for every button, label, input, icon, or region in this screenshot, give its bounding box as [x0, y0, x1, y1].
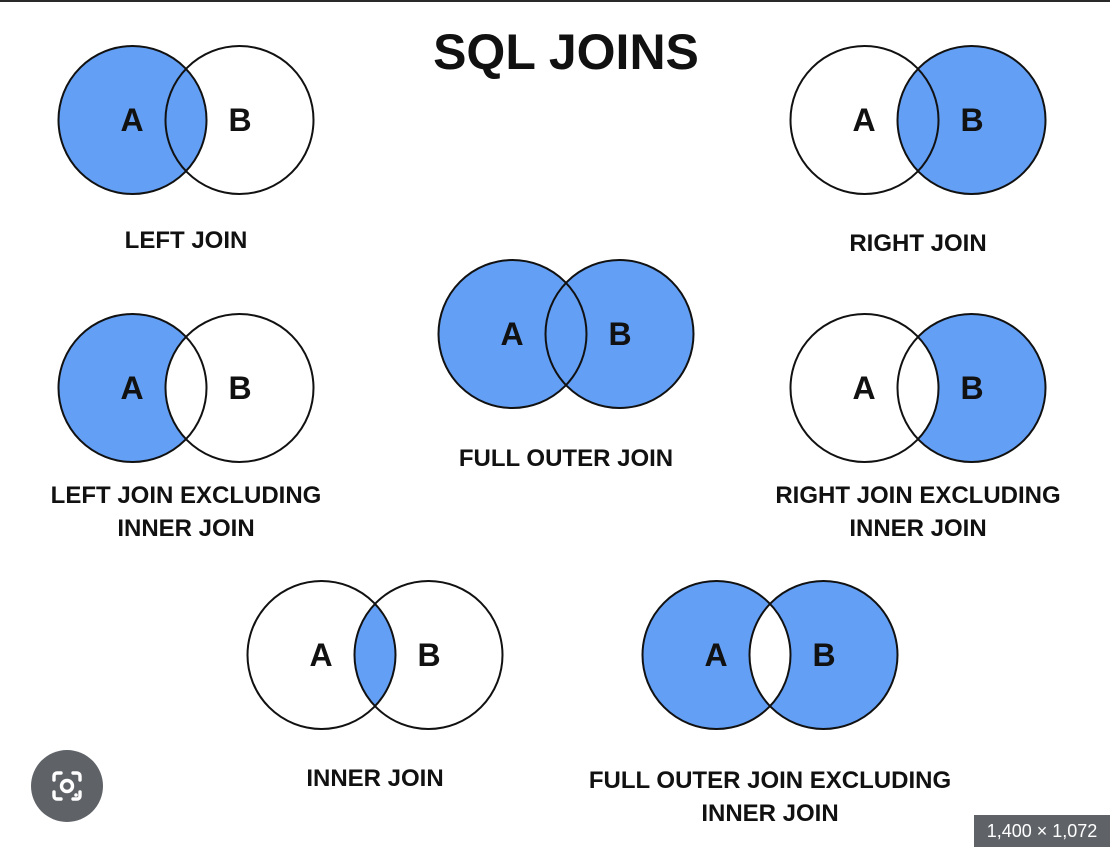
join-label-line: RIGHT JOIN EXCLUDING [775, 482, 1060, 509]
set-a-base [247, 581, 396, 729]
set-a-label: A [704, 637, 727, 673]
venn-inner-join: A B INNER JOIN [246, 580, 504, 792]
join-label-line: FULL OUTER JOIN EXCLUDING [589, 767, 951, 794]
set-a-base [790, 314, 939, 462]
join-label-line: INNER JOIN [849, 515, 986, 542]
region-a-only [438, 260, 566, 408]
set-a-outline [789, 313, 940, 463]
camera-search-icon [52, 771, 82, 801]
set-b-outline [164, 45, 315, 195]
set-b-label: B [812, 637, 835, 673]
set-a-outline [57, 45, 208, 195]
set-b-base [165, 314, 314, 462]
join-label-line: INNER JOIN [306, 765, 443, 792]
set-b-outline [748, 580, 899, 730]
region-a-only [58, 314, 186, 462]
set-a-label: A [120, 102, 143, 138]
set-b-outline [544, 259, 695, 409]
region-b-only [566, 260, 694, 408]
set-a-label: A [500, 316, 523, 352]
set-a-outline [437, 259, 588, 409]
set-b-label: B [417, 637, 440, 673]
region-a-only [642, 581, 770, 729]
set-b-base [354, 581, 503, 729]
region-intersection [545, 282, 587, 386]
join-label-line: LEFT JOIN [125, 227, 248, 254]
set-b-base [165, 46, 314, 194]
set-a-label: A [309, 637, 332, 673]
join-label-line: LEFT JOIN EXCLUDING [51, 482, 322, 509]
venn-left-join-excluding-inner-join: A B LEFT JOIN EXCLUDING INNER JOIN [51, 313, 322, 542]
set-b-label: B [960, 370, 983, 406]
set-a-label: A [852, 370, 875, 406]
region-b-only [918, 314, 1046, 462]
set-b-outline [896, 313, 1047, 463]
image-size-badge: 1,400 × 1,072 [974, 815, 1110, 847]
venn-full-outer-join: A B FULL OUTER JOIN [437, 259, 695, 472]
region-intersection [165, 68, 207, 172]
set-b-outline [353, 580, 504, 730]
set-b-label: B [228, 102, 251, 138]
join-label-line: INNER JOIN [117, 515, 254, 542]
join-label-line: INNER JOIN [701, 800, 838, 827]
set-a-outline [641, 580, 792, 730]
join-label-line: RIGHT JOIN [849, 230, 986, 257]
venn-left-join: A B LEFT JOIN [57, 45, 315, 254]
diagram-title: SQL JOINS [433, 24, 699, 80]
set-a-outline [246, 580, 397, 730]
venn-right-join-excluding-inner-join: A B RIGHT JOIN EXCLUDING INNER JOIN [775, 313, 1061, 542]
set-a-label: A [120, 370, 143, 406]
set-b-label: B [608, 316, 631, 352]
top-border [0, 0, 1110, 2]
set-a-base [790, 46, 939, 194]
set-b-outline [164, 313, 315, 463]
region-intersection [354, 603, 396, 707]
join-label-line: FULL OUTER JOIN [459, 445, 673, 472]
region-a-only [58, 46, 187, 195]
set-a-outline [789, 45, 940, 195]
set-a-label: A [852, 102, 875, 138]
set-b-label: B [960, 102, 983, 138]
set-b-label: B [228, 370, 251, 406]
venn-full-outer-join-excluding-inner-join: A B FULL OUTER JOIN EXCLUDING INNER JOIN [589, 580, 951, 827]
region-b-only [770, 581, 898, 729]
visual-search-button[interactable] [31, 750, 103, 822]
set-b-outline [896, 45, 1047, 195]
region-intersection [897, 68, 939, 172]
region-b-only [918, 46, 1046, 195]
set-a-outline [57, 313, 208, 463]
venn-right-join: A B RIGHT JOIN [789, 45, 1047, 257]
